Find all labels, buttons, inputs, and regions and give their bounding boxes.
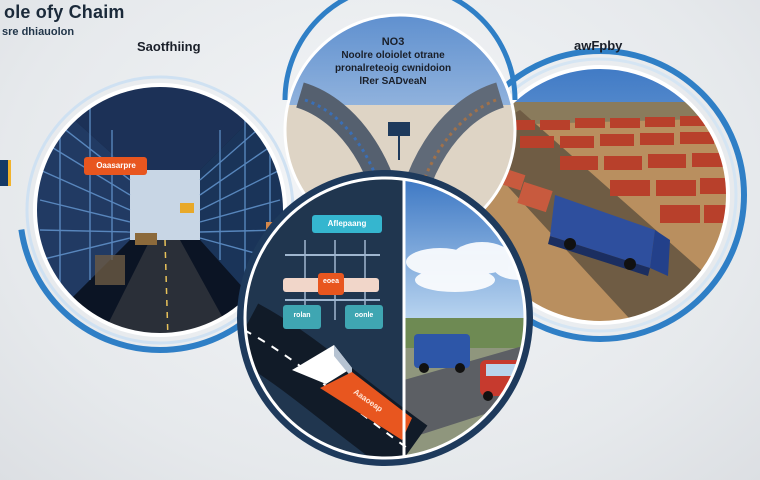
highway-caption-line-1: NO3 [381,36,405,48]
highway-arc [282,0,518,101]
page-subtitle: sre dhiauolon [2,26,75,38]
page-title: ole ofy Chaim [4,2,125,22]
tunnel-sign [84,157,147,175]
highway-caption: NO3 Noolre oloiolet otrane pronalreteoig… [318,36,468,88]
hub-panel [237,170,533,466]
edge-marker [0,160,11,186]
highway-caption-line-4: lRer SADveaN [359,76,427,87]
tunnel-sign-text: Oaasarpre [96,161,136,170]
warehouse-label: Saotfhiing [137,39,201,54]
container-yard-panel [472,67,728,323]
hub-bottom-right-sign-text: oonle [354,312,374,319]
hub-bottom-left-sign-text: rolan [293,312,311,319]
highway-caption-line-2: Noolre oloiolet otrane [341,50,445,61]
yard-label: awFpby [574,38,623,53]
hub-mid-sign-text: eoea [323,278,339,285]
hub-top-sign-text: Aflepaang [327,219,367,228]
highway-caption-line-3: pronalreteoig cwnidoion [334,63,452,74]
